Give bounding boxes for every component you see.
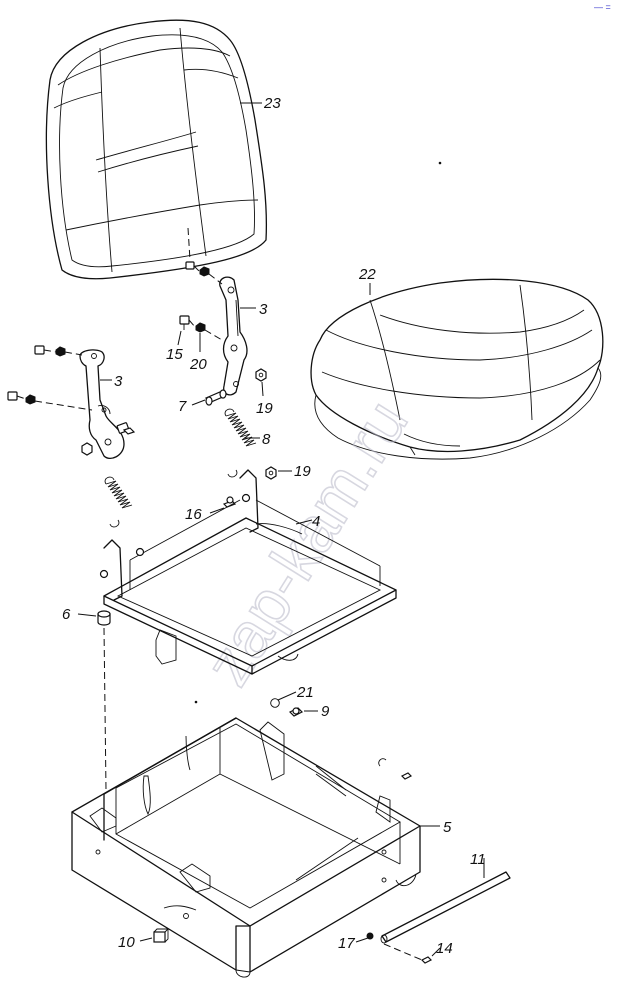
part-plug-10 bbox=[153, 928, 170, 943]
label-15: 15 bbox=[166, 346, 183, 363]
label-6: 6 bbox=[62, 606, 71, 623]
part-nut-19-upper bbox=[255, 368, 267, 382]
label-10: 10 bbox=[118, 934, 135, 951]
part-bolt-top bbox=[185, 261, 223, 285]
label-9: 9 bbox=[321, 703, 330, 720]
part-pin-9 bbox=[288, 707, 413, 780]
label-20: 20 bbox=[189, 356, 207, 373]
part-spring-8 bbox=[224, 408, 257, 478]
part-rod-11 bbox=[380, 871, 511, 944]
label-3-right: 3 bbox=[259, 301, 268, 318]
part-bolt-14 bbox=[383, 943, 433, 964]
corner-mark: — = bbox=[594, 2, 611, 12]
part-bolts-left bbox=[7, 345, 136, 456]
part-seat-cushion-22 bbox=[310, 278, 604, 460]
label-21: 21 bbox=[296, 684, 314, 701]
watermark-text: zap-kam.ru bbox=[191, 388, 422, 698]
label-19-lower: 19 bbox=[294, 463, 311, 480]
part-hinge-bracket-3-right bbox=[219, 276, 248, 396]
part-bump-stop-6 bbox=[97, 610, 111, 626]
part-bolt-15 bbox=[179, 315, 190, 330]
part-pin-16 bbox=[222, 496, 237, 508]
part-seat-frame-4 bbox=[99, 469, 397, 675]
label-3-left: 3 bbox=[114, 373, 123, 390]
label-8: 8 bbox=[262, 431, 271, 448]
label-11: 11 bbox=[470, 851, 486, 868]
part-washer-17 bbox=[366, 932, 374, 940]
part-backrest-23 bbox=[45, 19, 268, 280]
label-5: 5 bbox=[443, 819, 452, 836]
label-19-upper: 19 bbox=[256, 400, 273, 417]
label-7: 7 bbox=[178, 398, 187, 415]
label-4: 4 bbox=[312, 513, 320, 530]
label-14: 14 bbox=[436, 940, 453, 957]
label-23: 23 bbox=[263, 95, 281, 112]
part-hinge-bracket-3-left bbox=[79, 349, 125, 459]
part-spacer-7 bbox=[204, 389, 227, 406]
part-nut-19-lower bbox=[265, 466, 277, 480]
label-22: 22 bbox=[358, 266, 376, 283]
label-16: 16 bbox=[185, 506, 202, 523]
label-17: 17 bbox=[338, 935, 355, 952]
part-washer-20 bbox=[195, 322, 206, 333]
part-spring-left bbox=[104, 476, 133, 528]
